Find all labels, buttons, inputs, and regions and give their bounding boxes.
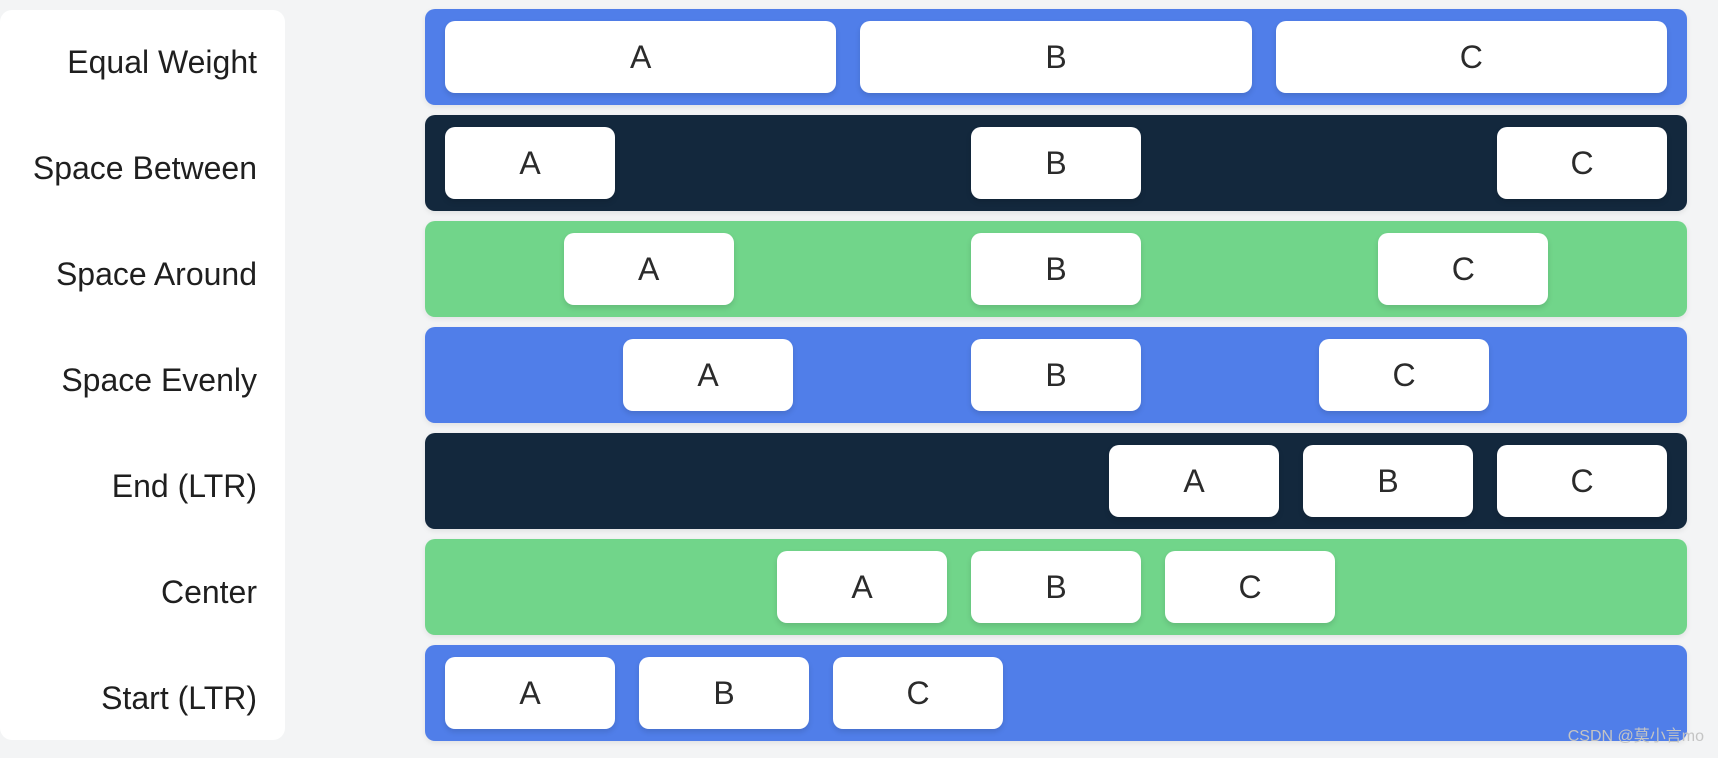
item-box: B (639, 657, 809, 729)
item-box: C (1378, 233, 1549, 305)
item-box: B (970, 233, 1141, 305)
item-box: C (1497, 127, 1667, 199)
row-space-evenly: A B C (425, 327, 1687, 423)
label-panel: Equal Weight Space Between Space Around … (0, 10, 285, 740)
item-box: C (1319, 339, 1489, 411)
row-space-around: A B C (425, 221, 1687, 317)
row-label-center: Center (160, 573, 257, 610)
row-center: A B C (425, 539, 1687, 635)
item-box: A (563, 233, 734, 305)
row-label-end-ltr: End (LTR) (111, 467, 257, 504)
item-box: C (1497, 445, 1667, 517)
row-label-equal-weight: Equal Weight (67, 43, 257, 80)
row-start-ltr: A B C (425, 645, 1687, 741)
item-box: B (1303, 445, 1473, 517)
watermark: CSDN @莫小言mo (1567, 728, 1704, 745)
item-box: C (1165, 551, 1335, 623)
row-space-between: A B C (425, 115, 1687, 211)
item-box: B (971, 127, 1141, 199)
item-box: A (445, 127, 615, 199)
item-box: C (833, 657, 1003, 729)
item-box: B (860, 21, 1252, 93)
row-label-space-evenly: Space Evenly (61, 361, 257, 398)
row-end-ltr: A B C (425, 433, 1687, 529)
row-label-start-ltr: Start (LTR) (101, 679, 257, 716)
item-box: B (971, 339, 1141, 411)
row-equal-weight: A B C (425, 9, 1687, 105)
arrangement-rows: A B C A B C A B C A B C A B C A B C A B … (425, 9, 1687, 749)
item-box: A (445, 657, 615, 729)
row-label-space-between: Space Between (32, 149, 257, 186)
item-box: A (623, 339, 793, 411)
item-box: B (971, 551, 1141, 623)
item-box: A (445, 21, 837, 93)
item-box: C (1275, 21, 1667, 93)
row-label-space-around: Space Around (55, 255, 257, 292)
item-box: A (777, 551, 947, 623)
item-box: A (1109, 445, 1279, 517)
